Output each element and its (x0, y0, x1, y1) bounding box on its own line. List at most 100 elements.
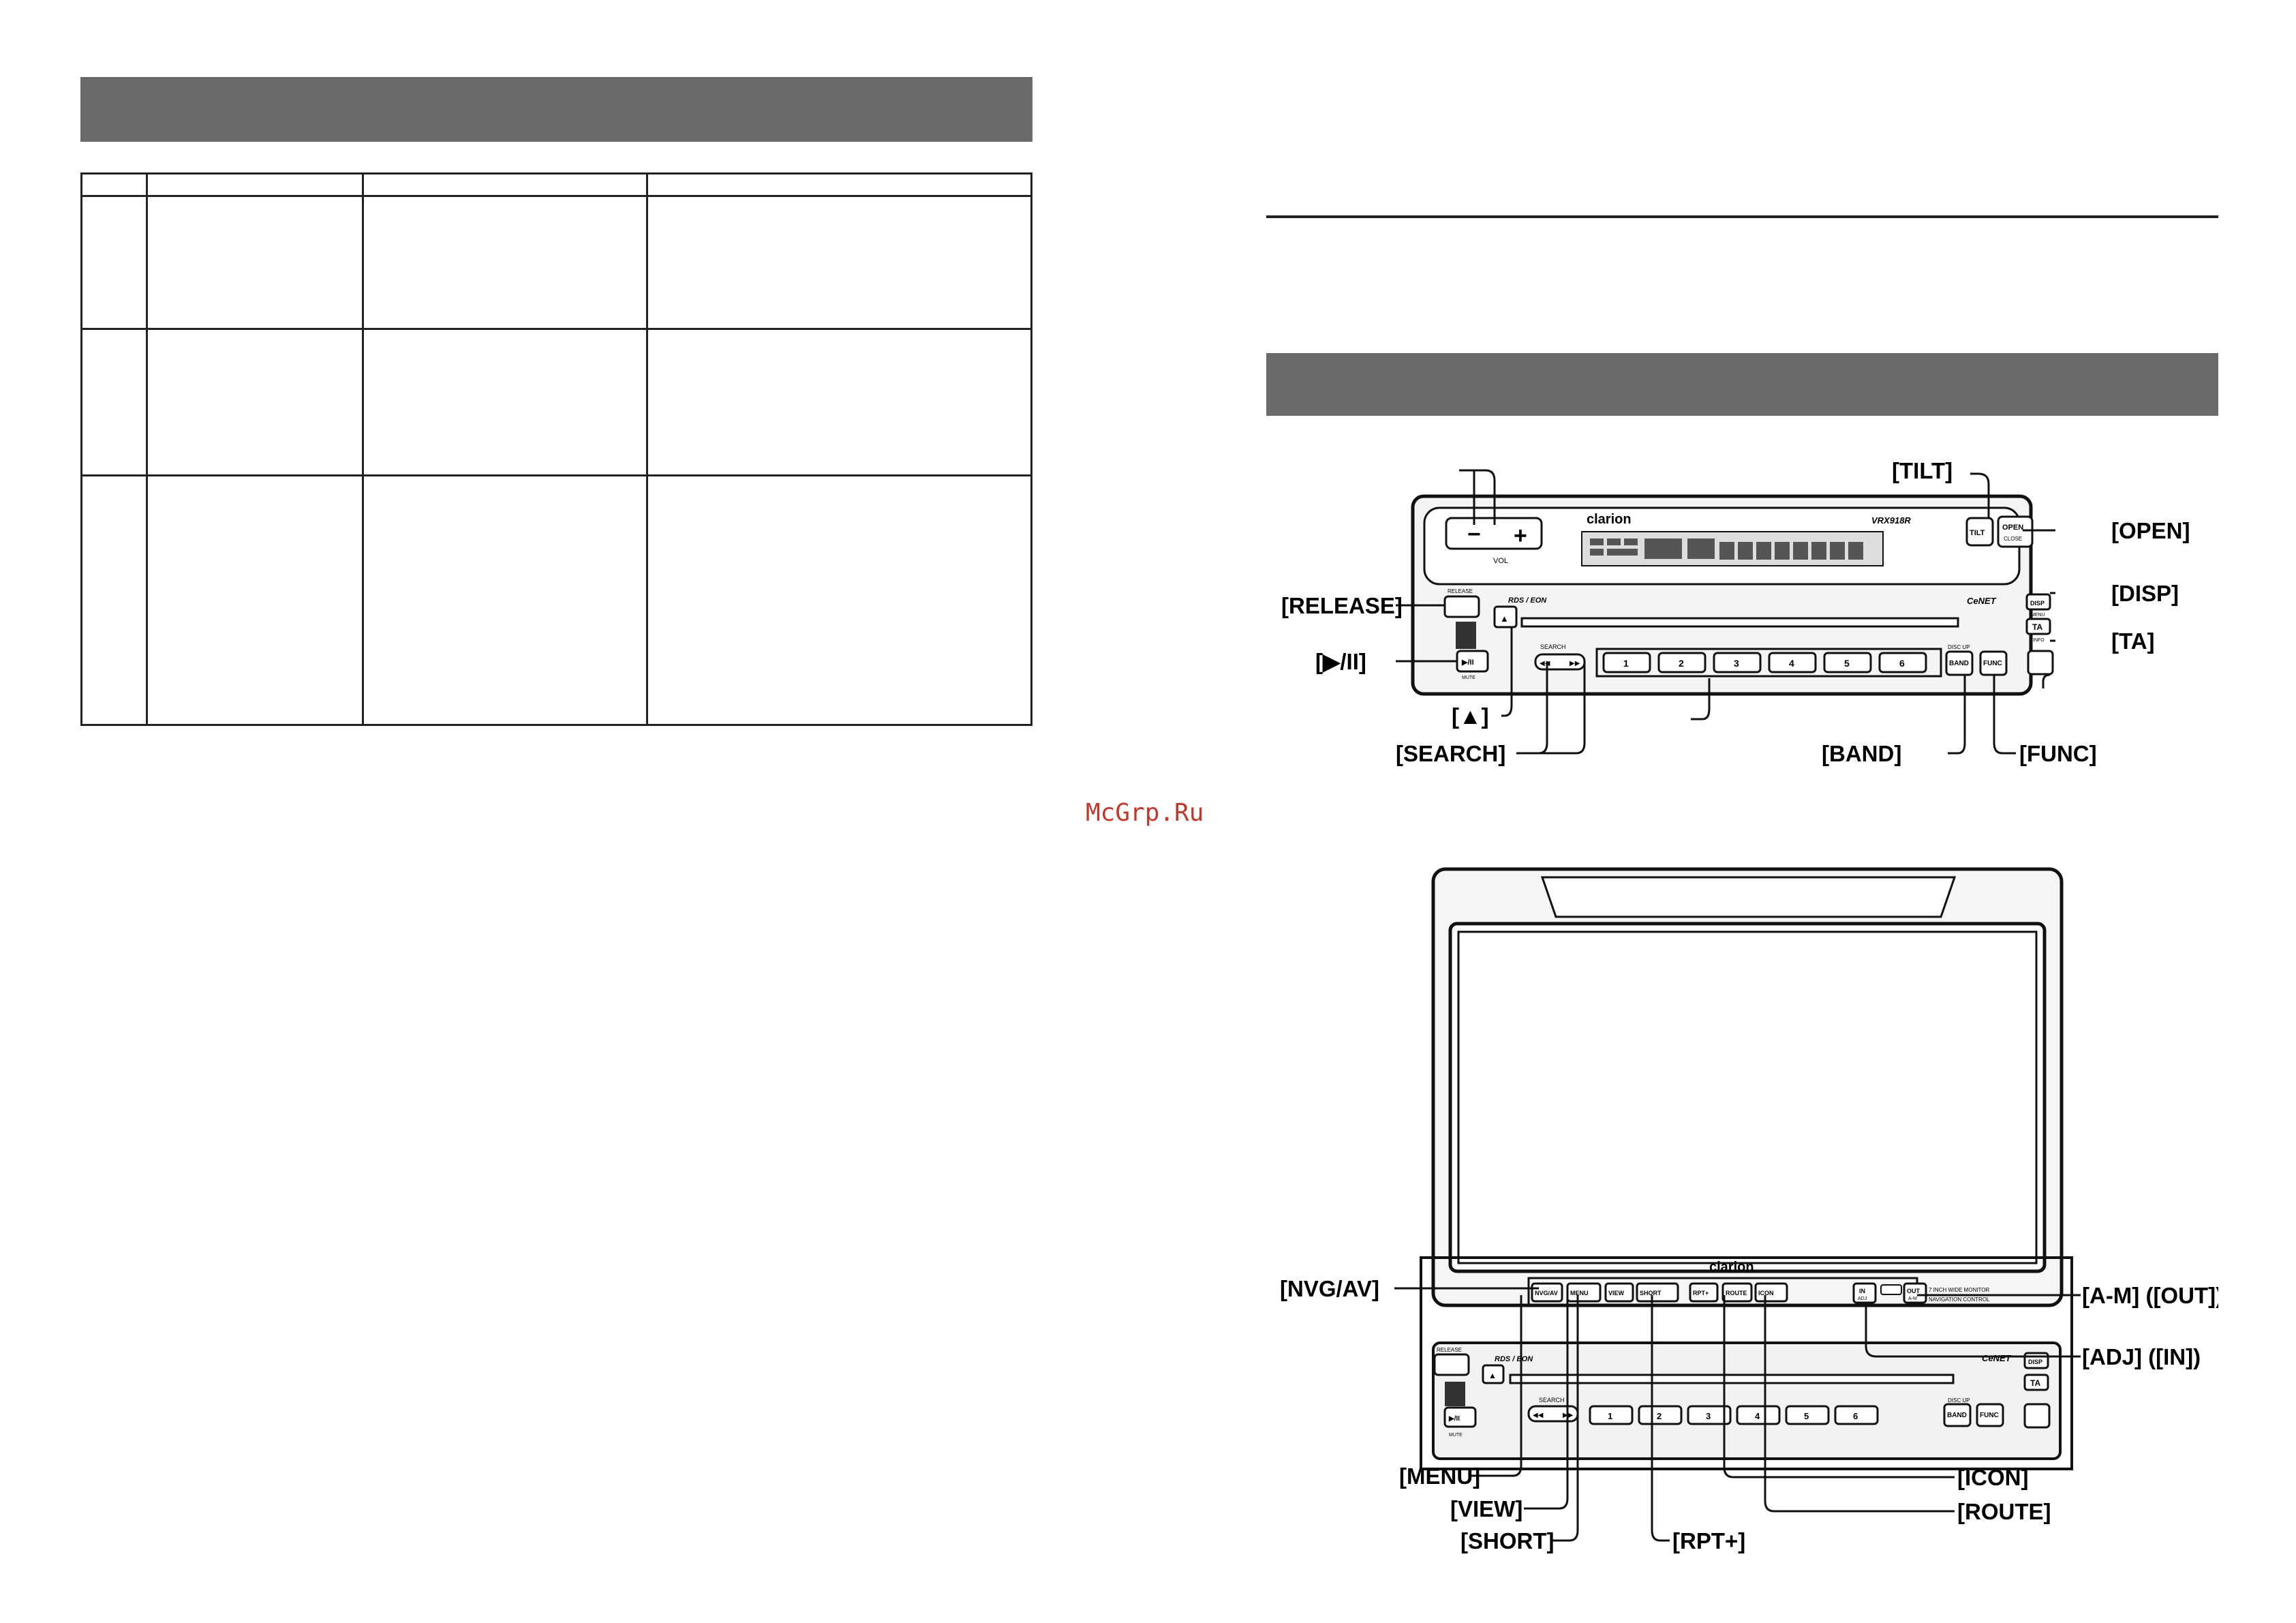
lower-preset-button-5[interactable] (1785, 1405, 1830, 1425)
table-cell (646, 328, 1032, 476)
rds-eon-label: RDS / EON (1508, 596, 1547, 605)
preset-button-2[interactable] (1657, 652, 1706, 673)
disc-up-label: DISC UP (1948, 644, 1970, 650)
mute-sub-label: MUTE (1462, 676, 1475, 680)
release-button[interactable] (1443, 595, 1480, 618)
lower-preset-button-4[interactable] (1736, 1405, 1781, 1425)
nav-button-label: NVG/AV (1535, 1290, 1558, 1296)
nav-button-label: SHORT (1640, 1290, 1662, 1296)
lower-disc-up-label: DISC UP (1948, 1397, 1970, 1404)
nav-button-label: MENU (1570, 1290, 1589, 1296)
volume-up-icon: + (1514, 523, 1527, 549)
callout-nvg-av: [NVG/AV] (1280, 1276, 1379, 1301)
callout-eject: [▲] (1452, 703, 1489, 729)
open-close-button[interactable] (1997, 515, 2034, 548)
lower-preset-button-6[interactable] (1834, 1405, 1879, 1425)
table-cell (80, 195, 148, 330)
fast-forward-icon: ▶▶ (1570, 660, 1580, 667)
lower-aux-button[interactable] (2023, 1403, 2051, 1429)
preset-button-6[interactable] (1878, 652, 1927, 673)
release-label: RELEASE (1448, 588, 1473, 594)
lower-disp-label: DISP (2028, 1359, 2042, 1365)
tilt-button-label: TILT (1970, 529, 1985, 537)
lower-play-pause-button[interactable] (1443, 1406, 1477, 1428)
preset-button-label: 5 (1844, 658, 1850, 669)
callout-short: [SHORT] (1460, 1528, 1554, 1553)
left-section-header-bar (80, 77, 1032, 142)
lower-ta-label: TA (2030, 1378, 2040, 1388)
callout-route: [ROUTE] (1957, 1499, 2051, 1524)
nav-button-menu[interactable] (1566, 1282, 1602, 1303)
right-section-header-bar (1266, 353, 2218, 416)
lower-preset-button-3[interactable] (1687, 1405, 1732, 1425)
monitor-brand-logo: clarion (1709, 1260, 1754, 1275)
adj-in-button[interactable] (1852, 1282, 1877, 1304)
tilt-button[interactable] (1965, 517, 1994, 547)
lower-cd-logo (1445, 1382, 1465, 1406)
lcd-segments (1590, 539, 1863, 560)
table-header-cell (646, 172, 1032, 197)
search-label: SEARCH (1540, 643, 1566, 650)
nav-button-label: RPT+ (1693, 1290, 1709, 1296)
lower-head-unit (1432, 1341, 2062, 1460)
lower-preset-button-1[interactable] (1589, 1405, 1634, 1425)
lower-cd-slot (1509, 1374, 1955, 1384)
callout-icon: [ICON] (1957, 1465, 2028, 1490)
lower-eject-button[interactable] (1482, 1364, 1505, 1384)
lower-preset-button-label: 3 (1706, 1411, 1711, 1421)
nav-button-route[interactable] (1721, 1282, 1753, 1303)
lower-preset-button-label: 1 (1608, 1411, 1612, 1421)
callout-tilt: [TILT] (1892, 458, 1953, 483)
ta-button[interactable] (2025, 618, 2051, 635)
am-out-button[interactable] (1903, 1282, 1927, 1304)
aux-button[interactable] (2027, 650, 2054, 676)
callout-ta: [TA] (2111, 628, 2155, 654)
callout-search: [SEARCH] (1396, 741, 1505, 766)
preset-button-3[interactable] (1713, 652, 1762, 673)
monitor-unit-diagram: clarion 7 INCH WIDE MONITOR NAVIGATION C… (1280, 867, 2218, 1553)
open-button-label: OPEN (2002, 524, 2023, 532)
lower-preset-button-label: 4 (1755, 1411, 1760, 1421)
head-unit-diagram: − + VOL clarion VRX918R TILT OPEN CLOSE … (1281, 458, 2190, 766)
lower-release-label: RELEASE (1437, 1347, 1462, 1353)
brand-logo: clarion (1587, 512, 1632, 527)
lower-func-button[interactable] (1976, 1403, 2004, 1427)
slider-indicator (1880, 1284, 1902, 1295)
nav-button-label: ICON (1758, 1290, 1774, 1296)
lower-mute-label: MUTE (1449, 1433, 1463, 1438)
lower-release-button[interactable] (1433, 1353, 1470, 1376)
table-cell (646, 195, 1032, 330)
nav-button-icon[interactable] (1754, 1282, 1788, 1303)
nav-button-rpt[interactable] (1689, 1282, 1719, 1303)
nav-button-view[interactable] (1604, 1282, 1634, 1303)
play-pause-icon: ▶/II (1461, 658, 1474, 667)
callout-open: [OPEN] (2111, 518, 2190, 543)
nav-button-short[interactable] (1636, 1282, 1679, 1303)
am-sub-label: A-M (1908, 1296, 1917, 1301)
monitor-caption: 7 INCH WIDE MONITOR (1929, 1287, 1989, 1293)
lower-preset-button-2[interactable] (1638, 1405, 1683, 1425)
callout-view: [VIEW] (1450, 1496, 1522, 1521)
table-cell (362, 474, 648, 726)
callout-menu: [MENU] (1399, 1463, 1480, 1489)
preset-button-label: 1 (1623, 658, 1629, 669)
disp-button[interactable] (2025, 593, 2051, 611)
table-header-cell (146, 172, 364, 197)
preset-button-4[interactable] (1768, 652, 1817, 673)
lower-band-button[interactable] (1943, 1403, 1972, 1427)
preset-button-label: 2 (1679, 658, 1684, 669)
nav-button-nvg-av[interactable] (1531, 1282, 1563, 1303)
preset-button-label: 3 (1734, 658, 1739, 669)
model-label: VRX918R (1871, 515, 1911, 526)
lower-ta-button[interactable] (2023, 1374, 2049, 1391)
callout-disp: [DISP] (2111, 581, 2179, 606)
preset-button-1[interactable] (1602, 652, 1651, 673)
table-cell (146, 195, 364, 330)
eject-button[interactable] (1493, 605, 1518, 628)
preset-button-5[interactable] (1823, 652, 1872, 673)
band-button[interactable] (1945, 650, 1974, 676)
navigation-caption: NAVIGATION CONTROL (1929, 1296, 1990, 1303)
func-button-label: FUNC (1983, 660, 2002, 667)
